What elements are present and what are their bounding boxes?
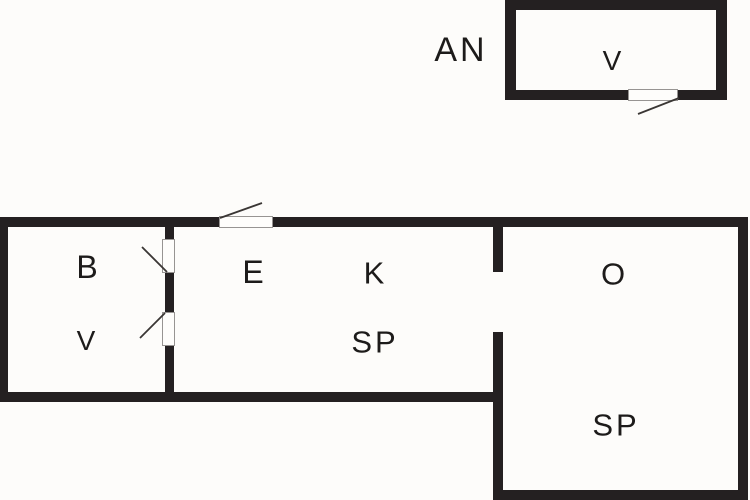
main-left-wall bbox=[0, 217, 8, 402]
room-k-label: K bbox=[363, 255, 387, 291]
partition-ko-upper bbox=[493, 227, 503, 272]
room-v-label: V bbox=[76, 325, 98, 356]
annex-label: AN bbox=[434, 31, 488, 69]
annex-bottom-wall-right bbox=[678, 90, 727, 100]
room-o-label: O bbox=[600, 256, 628, 292]
main-bottom-wall-right bbox=[493, 490, 748, 500]
main-top-wall-left bbox=[0, 217, 219, 227]
main-right-wall bbox=[738, 217, 748, 500]
annex-room-v-label: V bbox=[602, 45, 624, 76]
room-sp-right-label: SP bbox=[592, 407, 640, 443]
annex-left-wall bbox=[505, 0, 516, 100]
partition-bv-lower bbox=[165, 345, 174, 392]
room-sp-middle-label: SP bbox=[351, 324, 399, 360]
partition-bv-middle bbox=[165, 272, 174, 313]
annex-right-wall bbox=[716, 0, 727, 100]
partition-bv-upper bbox=[165, 227, 174, 240]
room-b-label: B bbox=[76, 249, 100, 285]
partition-ko-lower bbox=[493, 332, 503, 490]
annex-bottom-wall-left bbox=[505, 90, 628, 100]
main-top-wall-right bbox=[273, 217, 748, 227]
main-bottom-wall-middle bbox=[0, 392, 503, 402]
annex-top-wall bbox=[505, 0, 727, 10]
room-e-label: E bbox=[242, 254, 266, 290]
